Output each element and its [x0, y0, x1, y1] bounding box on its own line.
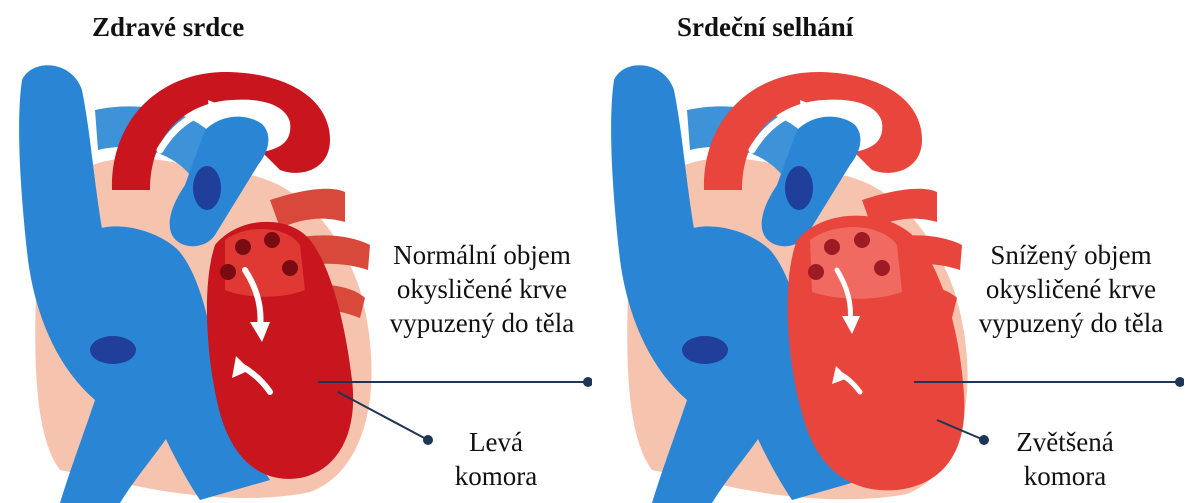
ejection-volume-label: Normální objem okysličené krve vypuzený … — [372, 238, 592, 340]
left-ventricle-label: Levá komora — [436, 425, 556, 493]
valve-opening — [193, 166, 221, 210]
healthy-heart-panel: Zdravé srdce — [0, 0, 592, 503]
vein-opening — [235, 239, 251, 255]
volume-pointer-dot — [1175, 377, 1184, 387]
vein-opening — [220, 264, 236, 280]
vein-opening — [808, 264, 824, 280]
enlarged-ventricle-label: Zvětšená komora — [990, 425, 1140, 493]
vein-opening — [854, 232, 870, 248]
volume-pointer-dot — [583, 377, 592, 387]
valve-opening — [90, 336, 136, 364]
ejection-volume-label: Snížený objem okysličené krve vypuzený d… — [958, 238, 1184, 340]
flow-arrow-head — [800, 100, 820, 120]
valve-opening — [785, 166, 813, 210]
flow-arrow-head — [208, 100, 228, 120]
vein-opening — [824, 239, 840, 255]
failing-heart-panel: Srdeční selhání Snížený objem okysličené… — [592, 0, 1184, 503]
ventricle-pointer-dot — [979, 435, 989, 445]
vein-opening — [874, 260, 890, 276]
vein-opening — [264, 232, 280, 248]
valve-opening — [682, 336, 728, 364]
vein-opening — [282, 260, 298, 276]
ventricle-pointer-dot — [423, 435, 433, 445]
